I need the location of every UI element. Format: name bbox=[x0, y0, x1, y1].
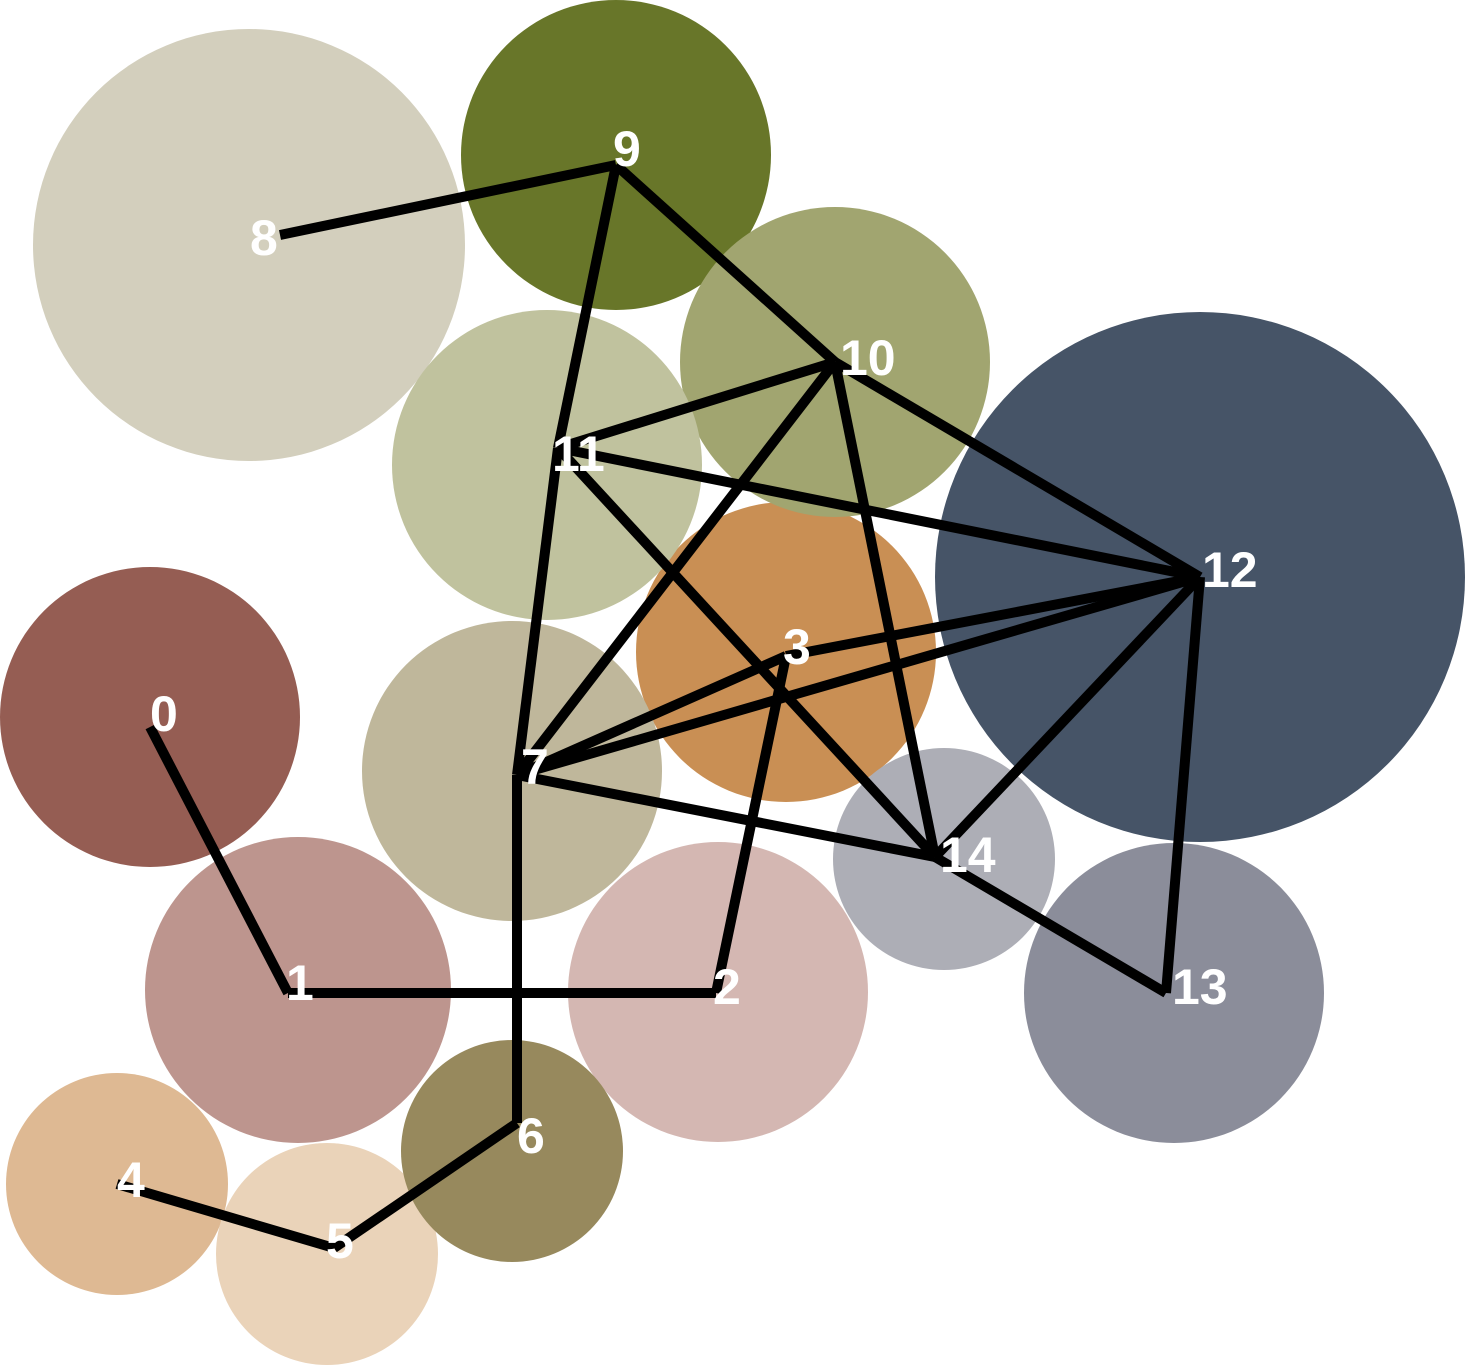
node-label-12: 12 bbox=[1202, 542, 1258, 598]
node-label-9: 9 bbox=[613, 121, 641, 177]
node-circle-13 bbox=[1024, 843, 1324, 1143]
edge-10-14 bbox=[830, 361, 940, 858]
node-circle-8 bbox=[33, 29, 465, 461]
edge-11-14 bbox=[554, 444, 939, 861]
node-circle-5 bbox=[216, 1143, 438, 1365]
node-label-7: 7 bbox=[521, 739, 549, 795]
edge-14-13 bbox=[932, 852, 1169, 998]
node-circle-11 bbox=[392, 310, 702, 620]
node-label-3: 3 bbox=[783, 619, 811, 675]
edge-7-10 bbox=[513, 358, 839, 779]
edge-10-12 bbox=[832, 357, 1203, 582]
node-circle-7 bbox=[362, 621, 662, 921]
edge-0-1 bbox=[145, 724, 293, 996]
node-label-4: 4 bbox=[117, 1152, 145, 1208]
node-label-2: 2 bbox=[713, 959, 741, 1015]
edge-11-12 bbox=[557, 443, 1201, 582]
edge-9-10 bbox=[612, 161, 839, 366]
edges bbox=[115, 160, 1205, 1253]
node-label-11: 11 bbox=[552, 426, 605, 482]
edge-9-11 bbox=[553, 163, 621, 450]
node-label-5: 5 bbox=[326, 1213, 354, 1269]
node-label-6: 6 bbox=[517, 1108, 545, 1164]
node-circle-6 bbox=[401, 1040, 623, 1262]
node-label-13: 13 bbox=[1172, 959, 1228, 1015]
edge-12-14 bbox=[931, 573, 1204, 861]
node-label-14: 14 bbox=[940, 827, 996, 883]
edge-7-14 bbox=[516, 770, 936, 862]
edge-7-3 bbox=[514, 651, 789, 780]
node-label-8: 8 bbox=[250, 210, 278, 266]
edge-12-13 bbox=[1161, 576, 1205, 994]
edge-5-6 bbox=[331, 1118, 520, 1253]
edge-10-11 bbox=[556, 357, 837, 453]
edge-7-11 bbox=[512, 447, 563, 776]
edge-4-5 bbox=[115, 1179, 336, 1253]
edge-8-9 bbox=[278, 160, 618, 240]
node-label-0: 0 bbox=[150, 686, 178, 742]
node-label-1: 1 bbox=[286, 955, 314, 1011]
edge-12-3 bbox=[785, 572, 1201, 661]
edge-7-12 bbox=[515, 572, 1202, 780]
node-circle-0 bbox=[0, 567, 300, 867]
node-label-10: 10 bbox=[840, 330, 896, 386]
